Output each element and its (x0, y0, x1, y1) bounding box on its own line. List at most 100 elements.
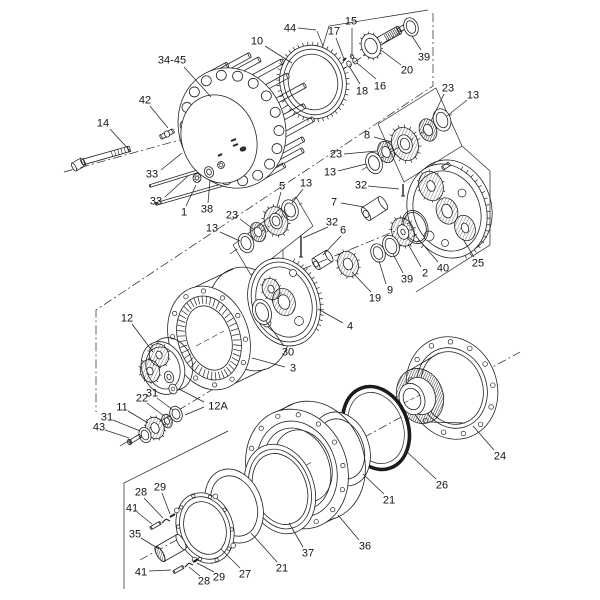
callout-31: 31 (146, 388, 174, 411)
part-washer-38 (203, 166, 215, 178)
callout-label: 15 (345, 16, 357, 28)
callout-32: 32 (302, 217, 338, 239)
leader-line (196, 562, 215, 573)
callout-label: 37 (302, 548, 314, 560)
leader-line (185, 184, 197, 207)
leader-line (112, 419, 141, 432)
leader-line (411, 35, 422, 51)
callout-33: 33 (150, 175, 189, 208)
callout-16: 16 (356, 62, 386, 93)
callout-39: 39 (411, 35, 430, 64)
leader-line (178, 388, 205, 403)
callout-label: 39 (418, 52, 430, 64)
callout-23: 23 (330, 149, 378, 161)
callout-label: 13 (324, 167, 336, 179)
leader-line (337, 163, 367, 172)
callout-label: 25 (472, 258, 484, 270)
callout-11: 11 (116, 402, 149, 424)
callout-label: 33 (150, 196, 162, 208)
callout-label: 33 (146, 169, 158, 181)
callout-29: 29 (154, 482, 171, 515)
leader-line (251, 357, 286, 368)
leader-line (149, 105, 169, 129)
leader-line (337, 514, 360, 541)
leader-line (143, 497, 164, 519)
callout-label: 40 (437, 263, 449, 275)
part-ring-gear-3 (167, 266, 291, 391)
callout-label: 31 (101, 412, 113, 424)
leader-line (160, 152, 183, 171)
leader-line (317, 308, 344, 324)
part-washer-39-b (382, 234, 400, 258)
callout-34-45: 34-45 (158, 55, 212, 98)
callout-21: 21 (250, 532, 288, 575)
callout-8: 8 (364, 130, 393, 143)
callout-label: 38 (201, 204, 213, 216)
leader-line (356, 62, 377, 80)
callout-label: 42 (139, 95, 151, 107)
callout-28: 28 (188, 566, 210, 588)
callout-28: 28 (135, 487, 164, 519)
callout-label: 13 (206, 223, 218, 235)
part-washer-9 (370, 243, 386, 263)
leader-line (220, 548, 241, 569)
part-bearing-23-b (377, 140, 395, 164)
callout-label: 12A (208, 401, 228, 413)
callout-12A: 12A (178, 388, 228, 416)
callout-label: 39 (401, 274, 413, 286)
leader-line (109, 128, 132, 153)
callout-label: 10 (251, 36, 263, 48)
callout-40: 40 (419, 240, 449, 275)
callout-38: 38 (201, 179, 213, 216)
leader-line (127, 410, 149, 424)
callout-label: 3 (290, 363, 296, 375)
callout-44: 44 (284, 23, 317, 35)
callout-label: 13 (467, 90, 479, 102)
callout-label: 20 (401, 65, 413, 77)
callout-27: 27 (220, 548, 251, 581)
callout-26: 26 (404, 449, 448, 492)
leader-line (239, 218, 254, 230)
part-washer-13-d (237, 232, 255, 254)
callout-label: 41 (126, 503, 138, 515)
callout-33: 33 (146, 152, 183, 181)
callout-12: 12 (121, 313, 154, 353)
callout-label: 29 (213, 572, 225, 584)
callout-label: 21 (383, 495, 395, 507)
leader-line (419, 240, 439, 263)
callout-label: 30 (282, 347, 294, 359)
callout-label: 44 (284, 23, 296, 35)
callout-label: 26 (436, 480, 448, 492)
callout-label: 28 (135, 487, 147, 499)
callout-label: 13 (300, 178, 312, 190)
callout-label: 32 (326, 217, 338, 229)
leader-line (131, 323, 154, 353)
callout-29: 29 (196, 562, 225, 584)
part-gear-8 (388, 124, 422, 164)
part-carrier-12 (138, 337, 194, 395)
callout-5: 5 (276, 181, 285, 208)
part-bearing-23-c (249, 221, 267, 243)
part-bolt-43 (126, 434, 142, 446)
leader-line (380, 49, 402, 66)
part-bolt-14 (70, 145, 131, 172)
callout-1: 1 (181, 184, 197, 219)
leader-line (322, 235, 342, 256)
callout-35: 35 (129, 529, 160, 550)
callout-label: 32 (355, 180, 367, 192)
leader-line (188, 566, 201, 577)
leader-line (265, 320, 285, 347)
callout-21: 21 (362, 473, 395, 507)
leader-line (291, 188, 304, 204)
callout-9: 9 (378, 260, 393, 297)
callout-label: 22 (136, 393, 148, 405)
leader-line (297, 27, 317, 31)
part-carrier-25 (406, 159, 493, 259)
callout-20: 20 (380, 49, 413, 77)
leader-line (264, 45, 293, 64)
callout-label: 14 (97, 118, 109, 130)
callout-label: 31 (146, 388, 158, 400)
part-bolt-41-a (149, 521, 162, 530)
